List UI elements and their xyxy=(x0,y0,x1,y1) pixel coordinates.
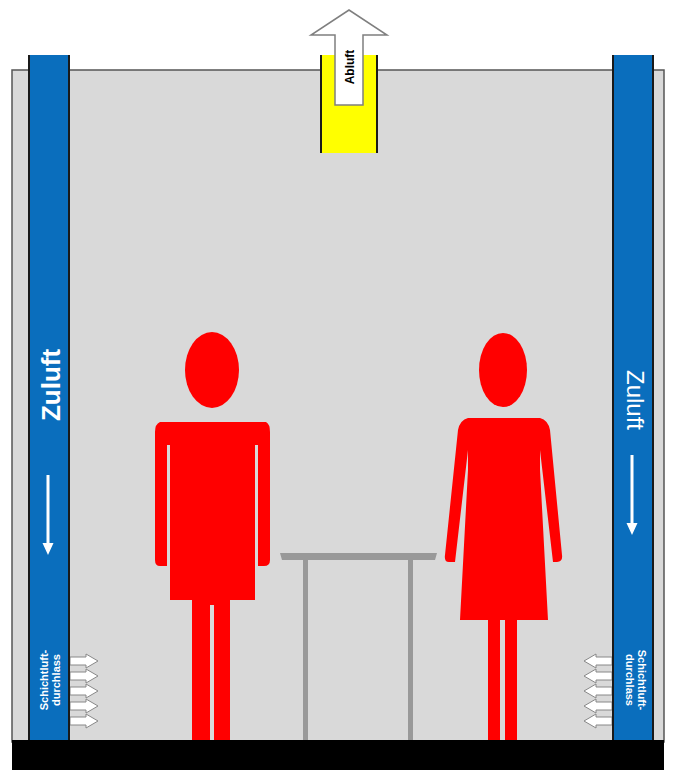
exhaust-arrow-shape xyxy=(311,10,387,105)
floor xyxy=(12,740,664,770)
outlet-arrows-right xyxy=(584,654,612,728)
duct-label: Zuluft xyxy=(37,349,66,421)
duct-label: Abluft xyxy=(344,50,357,85)
flow-arrow-shape xyxy=(43,475,54,555)
supply-air-duct: ZuluftSchichtluft- durchlass xyxy=(612,55,654,740)
table xyxy=(280,553,437,740)
flow-arrow-shape xyxy=(627,455,638,535)
exhaust-air-duct: Abluft xyxy=(320,55,378,153)
outlet-arrows-left xyxy=(70,654,98,728)
supply-air-duct: ZuluftSchichtluft- durchlass xyxy=(28,55,70,740)
outlet-label: Schichtluft- durchlass xyxy=(624,634,648,726)
outlet-label: Schichtluft- durchlass xyxy=(38,634,62,726)
woman-figure xyxy=(445,333,562,740)
duct-label: Zuluft xyxy=(622,370,648,430)
man-figure xyxy=(155,332,270,740)
room-background xyxy=(12,70,664,742)
